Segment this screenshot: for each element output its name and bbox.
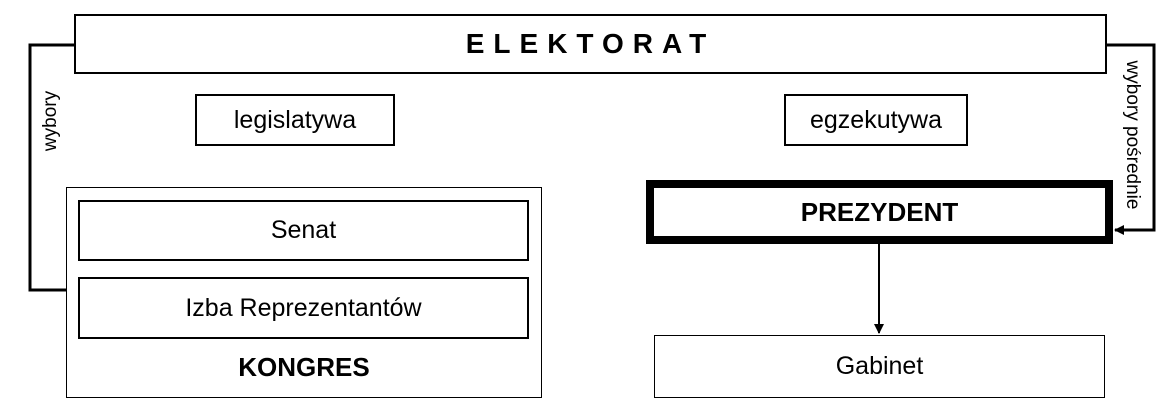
wybory-posrednie-edge-label-wrap: wybory pośrednie <box>1118 40 1146 230</box>
izba-reprezentantow-box: Izba Reprezentantów <box>78 277 529 339</box>
wybory-posrednie-arrow <box>1107 43 1156 235</box>
wybory-edge-label-wrap: wybory <box>38 85 64 157</box>
wybory-edge-label: wybory <box>40 90 61 152</box>
prezydent-box: PREZYDENT <box>646 180 1113 244</box>
prezydent-label: PREZYDENT <box>800 196 959 227</box>
senat-label: Senat <box>270 216 337 244</box>
senat-box: Senat <box>78 200 529 261</box>
egzekutywa-label: egzekutywa <box>809 105 943 134</box>
elektorat-box: ELEKTORAT <box>74 14 1107 74</box>
kongres-label: KONGRES <box>238 352 370 382</box>
wybory-posrednie-edge-label: wybory pośrednie <box>1122 60 1143 210</box>
legislatywa-box: legislatywa <box>195 94 395 146</box>
izba-label: Izba Reprezentantów <box>185 293 422 322</box>
gabinet-box: Gabinet <box>654 335 1105 398</box>
gabinet-label: Gabinet <box>835 352 924 380</box>
elektorat-label: ELEKTORAT <box>465 28 716 59</box>
legislatywa-label: legislatywa <box>233 105 357 134</box>
wybory-arrow <box>28 43 77 295</box>
egzekutywa-box: egzekutywa <box>784 94 968 146</box>
